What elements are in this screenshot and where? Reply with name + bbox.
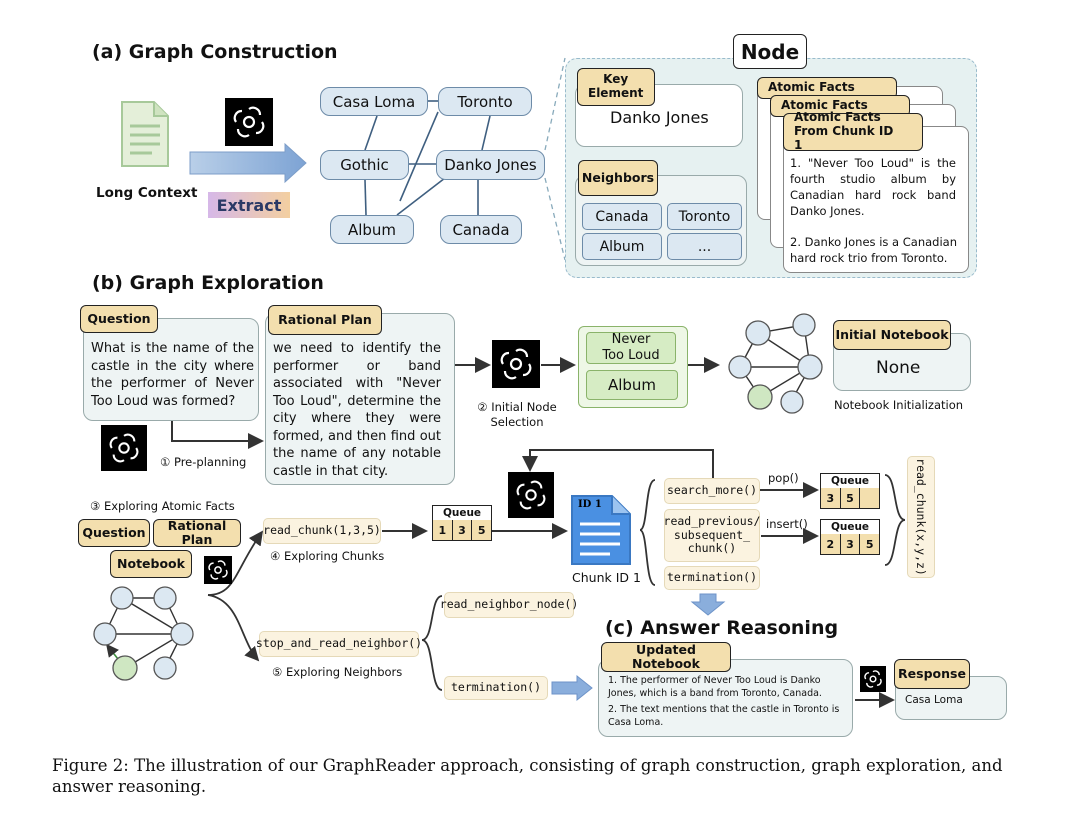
initial-node-item[interactable]: Never Too Loud	[586, 332, 676, 364]
neighbors-tag: Neighbors	[578, 160, 658, 196]
question-box	[83, 318, 259, 421]
node-canada[interactable]: Canada	[440, 215, 522, 244]
key-element-value: Danko Jones	[610, 108, 709, 127]
queue-label: Queue	[433, 506, 491, 521]
atomic-facts-tag-mid: Atomic Facts	[770, 95, 910, 117]
queue-cell: 3	[840, 534, 861, 554]
figure-caption: Figure 2: The illustration of our GraphR…	[52, 756, 1003, 797]
read-chunk-function[interactable]: read_chunk(1,3,5)	[263, 518, 381, 544]
queue-main: Queue 1 3 5	[432, 505, 492, 541]
openai-logo-icon	[204, 556, 232, 584]
section-b-title: (b) Graph Exploration	[92, 272, 324, 294]
initial-node-item[interactable]: Album	[586, 370, 678, 400]
step-exploring-neighbors: ⑤ Exploring Neighbors	[272, 665, 403, 679]
chunk-caption: Chunk ID 1	[572, 570, 641, 585]
step-initial-node-selection: ② Initial Node Selection	[477, 400, 557, 429]
queue-cell: 1	[433, 520, 453, 540]
openai-logo-icon	[492, 340, 540, 388]
openai-logo-icon	[225, 98, 273, 146]
insert-label: insert()	[766, 517, 808, 531]
queue-label: Queue	[821, 520, 879, 535]
queue-cell	[860, 488, 880, 508]
response-value: Casa Loma	[905, 694, 963, 706]
queue-cell: 3	[821, 488, 841, 508]
queue-label: Queue	[821, 474, 879, 489]
mini-notebook-tag: Notebook	[110, 550, 192, 578]
updated-notebook-text-2: 2. The text mentions that the castle in …	[608, 704, 840, 728]
atomic-facts-front-tag: Atomic Facts From Chunk ID 1	[783, 110, 923, 152]
stop-and-read-neighbor-function[interactable]: stop_and_read_neighbor()	[256, 631, 422, 657]
rational-plan-tag: Rational Plan	[268, 305, 382, 335]
mini-question-tag: Question	[78, 519, 150, 547]
response-tag: Response	[894, 659, 970, 689]
mini-rational-plan-tag: Rational Plan	[153, 518, 241, 547]
chunk-document-icon	[571, 495, 631, 565]
read-previous-subsequent-function[interactable]: read_previous/ subsequent_ chunk()	[664, 509, 760, 562]
termination-function[interactable]: termination()	[664, 566, 760, 590]
updated-notebook-tag: Updated Notebook	[601, 642, 731, 672]
node-gothic[interactable]: Gothic	[320, 150, 409, 180]
step-pre-planning: ① Pre-planning	[160, 455, 247, 469]
question-tag: Question	[80, 305, 158, 333]
extract-label: Extract	[208, 192, 290, 218]
step-exploring-chunks: ④ Exploring Chunks	[270, 549, 385, 563]
node-danko-jones[interactable]: Danko Jones	[436, 150, 545, 180]
neighbor-item[interactable]: Album	[582, 233, 662, 260]
queue-after-pop: Queue 3 5	[820, 473, 880, 509]
node-album[interactable]: Album	[330, 215, 414, 244]
question-text: What is the name of the castle in the ci…	[91, 341, 254, 409]
node-casa-loma[interactable]: Casa Loma	[320, 87, 428, 116]
openai-logo-icon	[860, 666, 886, 692]
search-more-function[interactable]: search_more()	[664, 478, 760, 504]
node-toronto[interactable]: Toronto	[438, 87, 532, 116]
section-a-title: (a) Graph Construction	[92, 41, 338, 63]
read-chunk-xyz-label: read_chunk(x,y,z)	[914, 458, 928, 576]
section-c-title: (c) Answer Reasoning	[605, 617, 839, 639]
initial-notebook-value: None	[876, 358, 921, 378]
graph-edges	[364, 100, 491, 216]
document-icon	[121, 101, 169, 167]
rational-plan-text: we need to identify the performer or ban…	[273, 341, 441, 479]
neighbor-item[interactable]: ...	[667, 233, 742, 260]
atomic-fact-1: 1. "Never Too Loud" is the fourth studio…	[790, 156, 956, 219]
termination-neighbor-function[interactable]: termination()	[444, 676, 548, 700]
neighbor-item[interactable]: Toronto	[667, 203, 742, 230]
updated-notebook-box	[598, 659, 853, 737]
queue-cell: 5	[472, 520, 492, 540]
updated-notebook-text-1: 1. The performer of Never Too Loud is Da…	[608, 675, 822, 699]
openai-logo-icon	[101, 425, 147, 471]
pop-label: pop()	[768, 471, 799, 485]
neighbor-item[interactable]: Canada	[582, 203, 662, 230]
atomic-fact-2: 2. Danko Jones is a Canadian hard rock t…	[790, 235, 957, 266]
queue-after-insert: Queue 2 3 5	[820, 519, 880, 555]
queue-cell: 3	[452, 520, 473, 540]
read-neighbor-node-function[interactable]: read_neighbor_node()	[440, 592, 578, 618]
node-panel-title: Node	[733, 34, 807, 69]
notebook-initialization-label: Notebook Initialization	[834, 398, 964, 412]
read-chunk-xyz-function[interactable]: read_chunk(x,y,z)	[907, 456, 935, 578]
queue-cell: 2	[821, 534, 841, 554]
queue-cell: 5	[860, 534, 880, 554]
step-exploring-atomic-facts: ③ Exploring Atomic Facts	[90, 499, 235, 513]
rational-plan-box	[265, 313, 455, 485]
key-element-tag: Key Element	[577, 68, 655, 106]
openai-logo-icon	[508, 472, 554, 518]
queue-cell: 5	[840, 488, 861, 508]
chunk-doc-id-label: ID 1	[578, 499, 602, 510]
long-context-label: Long Context	[96, 185, 198, 201]
initial-notebook-tag: Initial Notebook	[833, 320, 951, 350]
